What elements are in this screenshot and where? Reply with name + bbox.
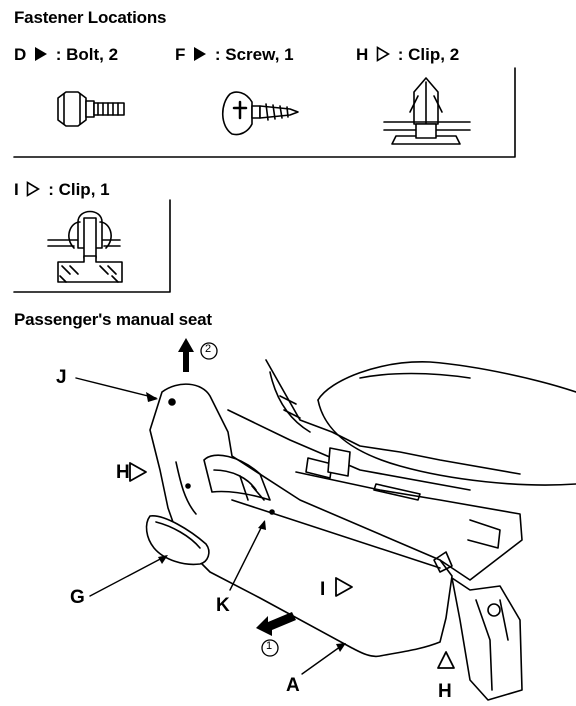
step2-number: 2 [205,343,212,355]
fastener-h-label: H : Clip, 2 [356,45,459,65]
fastener-f-letter: F [175,45,186,64]
seat-cushion [317,361,576,486]
callout-a: A [286,675,300,696]
seat-leg [451,577,523,701]
filled-triangle-icon [194,47,207,61]
clip-i-callout-icon [335,577,353,597]
callout-h-bottom: H [438,681,452,702]
filled-triangle-icon [35,47,48,61]
leader-arrowheads [146,392,346,652]
clip-i-icon [47,210,123,283]
clip-h-icon [383,77,471,145]
fastener-f-desc: : Screw, 1 [214,45,294,64]
legend-box-top [13,67,516,158]
fastener-d-desc: : Bolt, 2 [55,45,119,64]
leader-lines [75,377,345,675]
callout-k: K [216,595,230,616]
fastener-h-desc: : Clip, 2 [397,45,460,64]
page-title: Fastener Locations [14,8,167,27]
bolt-icon [57,91,125,127]
callout-j: J [56,367,67,388]
step2-circle [200,342,218,360]
seat-frame [227,359,523,581]
step1-number: 1 [266,640,273,652]
fastener-i-label: I : Clip, 1 [14,180,110,200]
callout-h-left: H [116,462,130,483]
fastener-i-desc: : Clip, 1 [48,180,110,199]
callout-i: I [320,579,326,600]
outline-triangle-icon [376,46,391,62]
direction-arrow-forward-icon [256,612,296,636]
side-cover [149,383,453,658]
fastener-h-letter: H [356,45,369,64]
section-title: Passenger's manual seat [14,310,212,329]
legend-box-clip-i [13,199,171,293]
direction-arrow-up-icon [178,338,194,372]
callout-g: G [70,587,85,608]
recline-handle [145,515,210,566]
screw-icon [221,91,299,136]
fastener-d-label: D : Bolt, 2 [14,45,118,65]
clip-h-callout-icon [129,462,147,482]
outline-triangle-icon [27,181,41,197]
clip-h-bottom-callout-icon [437,651,455,669]
step1-circle [261,639,279,657]
fastener-d-letter: D [14,45,27,64]
fastener-i-letter: I [14,180,19,199]
fastener-f-label: F : Screw, 1 [175,45,294,65]
